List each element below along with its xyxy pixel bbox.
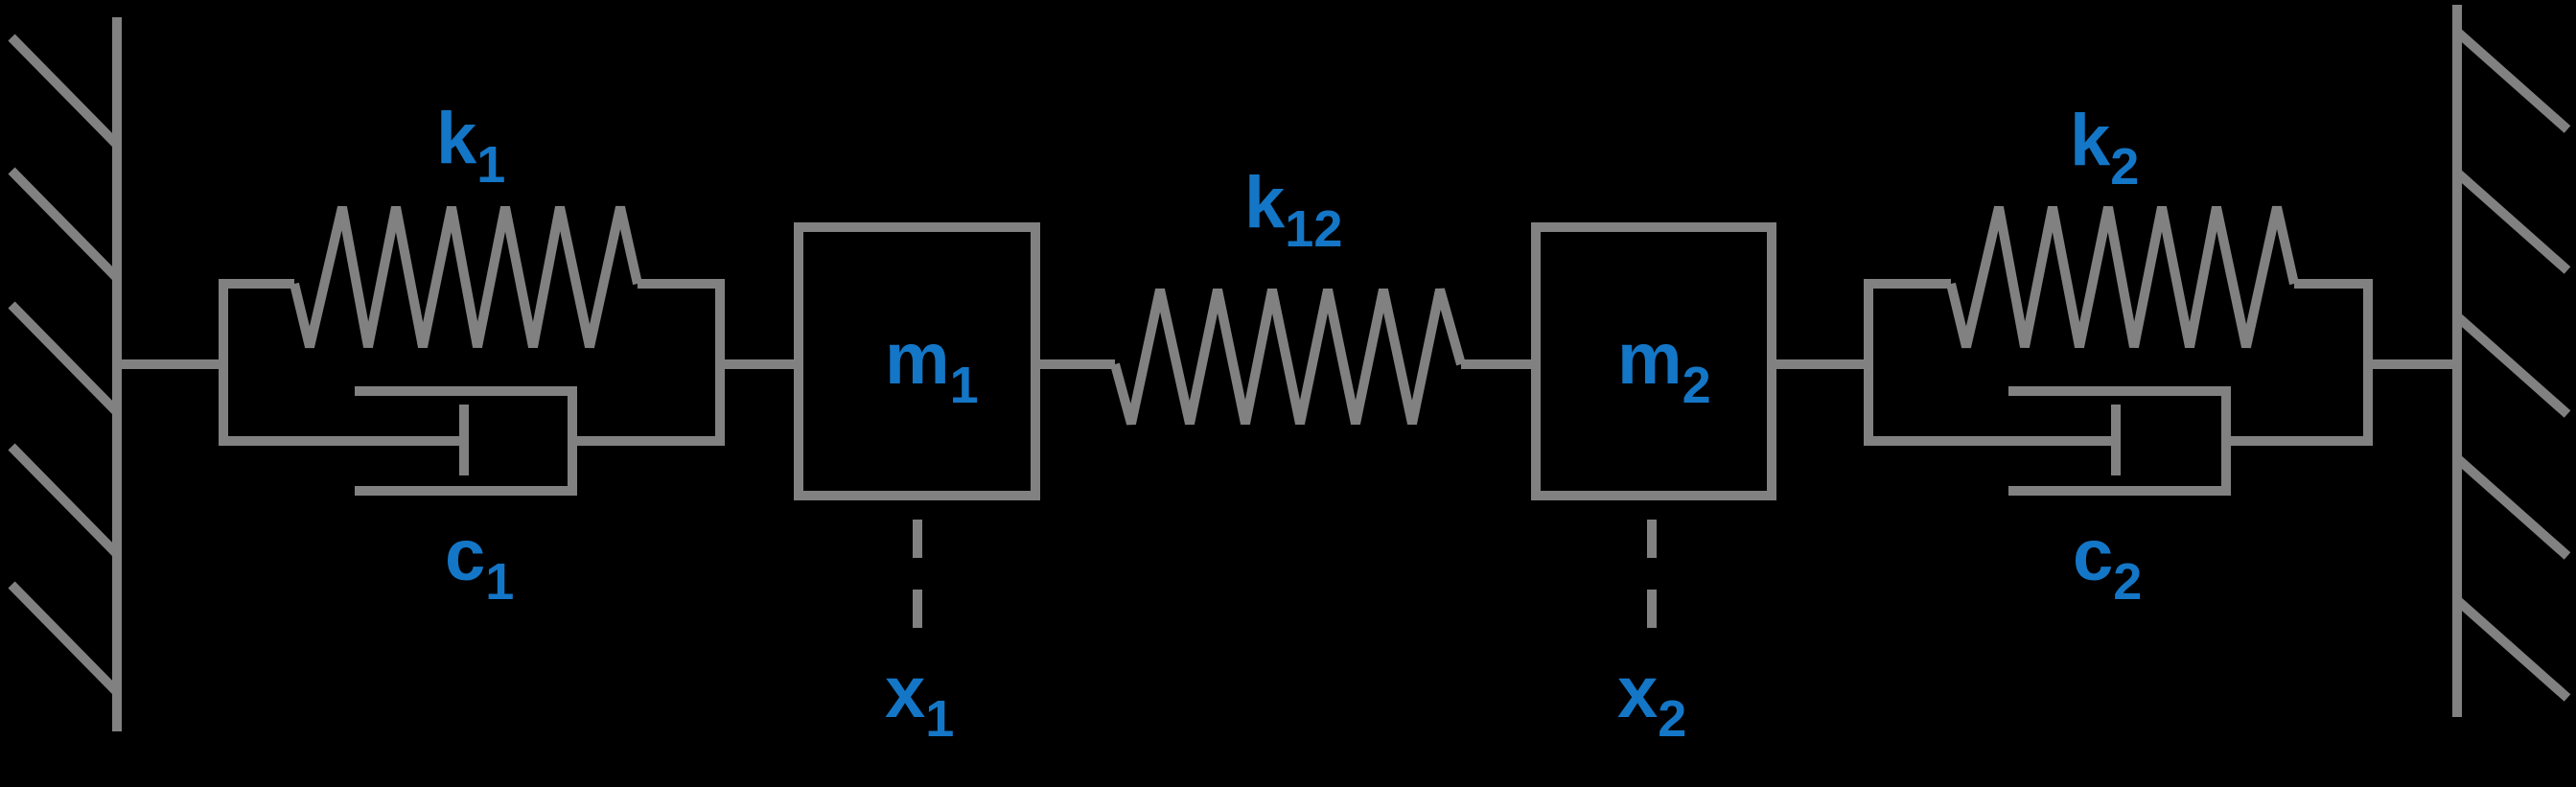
left-wall-hatch-line: [8, 301, 121, 416]
label-c1: c1: [445, 515, 514, 611]
left-wall-hatch-line: [8, 167, 121, 282]
right-assembly-left-bracket: [1864, 279, 2116, 446]
coupling-spring-assembly: [1035, 288, 1536, 426]
left-suspension-assembly: [117, 205, 799, 496]
label-x2-base: x: [1617, 652, 1658, 733]
spring-k1: [290, 205, 642, 349]
label-k2-sub: 2: [2110, 138, 2139, 196]
label-x2: x2: [1617, 652, 1686, 748]
label-k12-sub: 12: [1285, 200, 1342, 258]
right-assembly-right-bracket: [2226, 279, 2373, 446]
left-wall-hatch-line: [8, 443, 121, 558]
label-x1-base: x: [885, 652, 925, 733]
label-k1-base: k: [436, 98, 477, 179]
label-c1-sub: 1: [485, 553, 514, 611]
label-c2: c2: [2073, 515, 2142, 611]
label-m2: m2: [1617, 318, 1711, 414]
damper-c2-cylinder: [2008, 386, 2231, 496]
label-x1: x1: [885, 652, 954, 748]
left-bracket: [219, 279, 464, 446]
right-wall: [2452, 5, 2571, 717]
right-wall-hatch-line: [2453, 312, 2571, 418]
label-c2-base: c: [2073, 515, 2113, 596]
label-m1-base: m: [885, 318, 950, 400]
label-m2-base: m: [1617, 318, 1683, 400]
label-c1-base: c: [445, 515, 485, 596]
right-wall-hatch-line: [2453, 596, 2571, 702]
label-m1: m1: [885, 318, 979, 414]
label-m2-sub: 2: [1683, 357, 1711, 414]
label-k1: k1: [436, 98, 505, 194]
left-wall-hatch-line: [8, 34, 121, 149]
label-k2: k2: [2070, 100, 2139, 196]
label-k2-base: k: [2070, 100, 2111, 181]
right-wall-hatch-line: [2453, 28, 2571, 133]
right-wall-hatch-line: [2453, 169, 2571, 274]
label-m1-sub: 1: [950, 357, 979, 414]
label-x1-sub: 1: [925, 690, 954, 748]
spring-k2: [1946, 205, 2299, 349]
label-k1-sub: 1: [476, 136, 505, 194]
right-wall-hatch-line: [2453, 454, 2571, 560]
label-c2-sub: 2: [2113, 553, 2142, 611]
label-k12-base: k: [1244, 162, 1286, 243]
left-wall-hatch-line: [8, 581, 121, 696]
label-k12: k12: [1244, 162, 1342, 258]
damper-c1-cylinder: [355, 386, 577, 496]
label-x2-sub: 2: [1658, 690, 1686, 748]
left-wall: [8, 17, 122, 731]
right-suspension-assembly: [1772, 205, 2457, 496]
spring-k12: [1110, 288, 1466, 426]
